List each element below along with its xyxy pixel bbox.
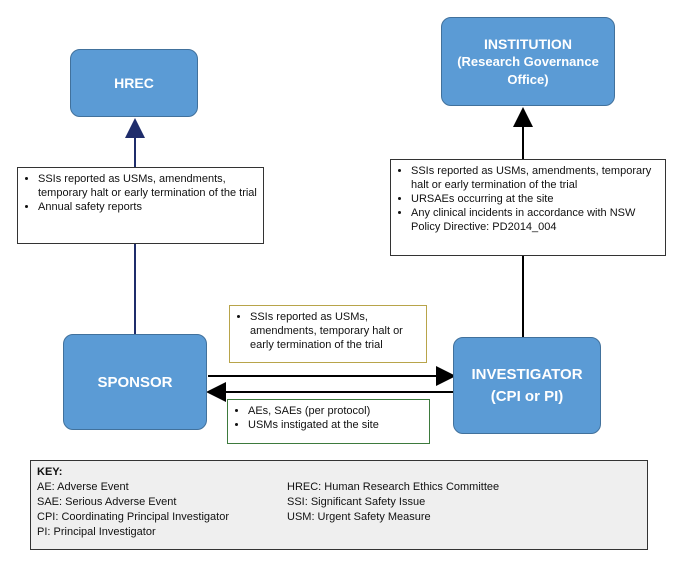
investigator-subtitle: (CPI or PI)	[490, 387, 564, 405]
note-item: SSIs reported as USMs, amendments, tempo…	[250, 310, 420, 352]
note-item: SSIs reported as USMs, amendments, tempo…	[411, 164, 659, 192]
hrec-label: HREC	[114, 75, 154, 91]
key-right-column: HREC: Human Research Ethics Committee SS…	[287, 480, 499, 525]
key-left-column: AE: Adverse Event SAE: Serious Adverse E…	[37, 480, 229, 540]
institution-subtitle-1: (Research Governance	[457, 53, 599, 69]
investigator-to-institution-note: SSIs reported as USMs, amendments, tempo…	[390, 159, 666, 256]
key-entry: HREC: Human Research Ethics Committee	[287, 481, 500, 493]
investigator-title: INVESTIGATOR	[471, 365, 583, 383]
note-item: AEs, SAEs (per protocol)	[248, 404, 423, 418]
note-item: URSAEs occurring at the site	[411, 192, 659, 206]
institution-title: INSTITUTION	[484, 35, 572, 52]
note-item: USMs instigated at the site	[248, 418, 423, 432]
note-item: SSIs reported as USMs, amendments, tempo…	[38, 172, 257, 200]
sponsor-node: SPONSOR	[63, 334, 207, 430]
key-entry: AE: Adverse Event	[37, 481, 129, 493]
investigator-to-sponsor-note: AEs, SAEs (per protocol) USMs instigated…	[227, 399, 430, 444]
hrec-node: HREC	[70, 49, 198, 117]
sponsor-to-hrec-note: SSIs reported as USMs, amendments, tempo…	[17, 167, 264, 244]
key-entry: SSI: Significant Safety Issue	[287, 496, 426, 508]
sponsor-to-investigator-note: SSIs reported as USMs, amendments, tempo…	[229, 305, 427, 363]
key-legend: KEY: AE: Adverse Event SAE: Serious Adve…	[30, 460, 648, 550]
key-entry: SAE: Serious Adverse Event	[37, 496, 177, 508]
note-item: Annual safety reports	[38, 200, 257, 214]
institution-subtitle-2: Office)	[507, 71, 549, 87]
key-entry: USM: Urgent Safety Measure	[287, 511, 431, 523]
institution-node: INSTITUTION (Research Governance Office)	[441, 17, 615, 106]
note-item: Any clinical incidents in accordance wit…	[411, 206, 659, 234]
investigator-node: INVESTIGATOR (CPI or PI)	[453, 337, 601, 434]
key-title: KEY:	[37, 466, 63, 478]
key-entry: PI: Principal Investigator	[37, 526, 156, 538]
sponsor-label: SPONSOR	[97, 373, 173, 391]
key-entry: CPI: Coordinating Principal Investigator	[37, 511, 229, 523]
